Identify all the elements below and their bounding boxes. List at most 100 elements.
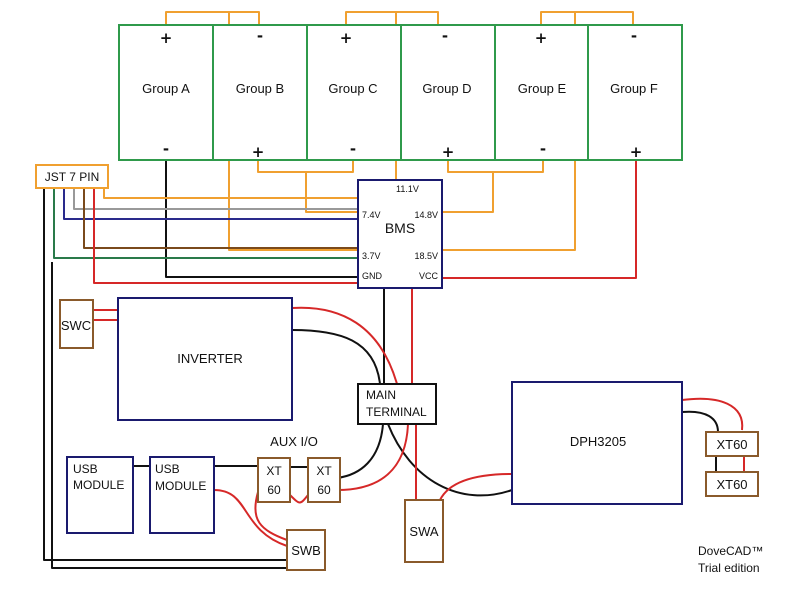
group-c-top-plus: + [340,29,353,47]
swb-label: SWB [291,543,321,558]
group-d-bottom-plus: + [442,143,455,161]
group-b-bottom-plus: + [252,143,265,161]
bms-box [357,179,443,289]
group-c-label: Group C [328,81,377,96]
usb-module-right-line2: MODULE [155,479,206,493]
group-d-label: Group D [422,81,471,96]
xt60-bottom-label: XT60 [716,477,747,492]
usb-module-left: USB MODULE [66,456,134,534]
main-terminal-line1: MAIN [366,388,396,402]
usb-module-left-box [66,456,134,534]
bms-tap-3v: 3.7V [362,251,381,261]
wire-a-plus-to-b-minus [165,11,260,26]
wire-usb-red-loop [213,489,288,547]
wire-jst-blue [63,188,358,220]
jst-box [35,164,109,189]
group-a-bottom-minus: - [163,140,169,158]
main-terminal-line2: TERMINAL [366,405,427,419]
usb-module-right-box [149,456,215,534]
wire-jst-gray [73,188,358,210]
aux-io: AUX I/O XT 60 XT 60 [257,434,341,503]
wire-e-plus-to-f-minus [540,11,634,26]
inverter-box [117,297,293,421]
group-a-label: Group A [142,81,190,96]
dph-label: DPH3205 [570,434,626,449]
wire-jst-black-long [43,188,287,561]
xt60-top-label: XT60 [716,437,747,452]
group-b-cell [212,24,308,161]
wire-inverter-black [291,329,381,385]
aux-xt60-left-xt: XT [266,464,282,478]
bms-title: BMS [385,220,415,236]
wire-jst-orange [103,188,358,199]
bms-tap-7v: 7.4V [362,210,381,220]
wire-jst-red [93,188,442,284]
wire-main-to-xt-red [336,423,409,491]
jst-label: JST 7 PIN [45,170,99,184]
inverter: INVERTER [117,297,293,421]
wire-f-plus-to-vcc [442,160,637,279]
usb-module-right: USB MODULE [149,456,215,534]
main-terminal: MAIN TERMINAL [357,383,437,425]
wire-swa-to-dph [439,473,513,501]
bms-board: BMS 11.1V 7.4V 14.8V 3.7V 18.5V GND VCC [357,179,443,289]
dph-box [511,381,683,505]
usb-module-left-line1: USB [73,462,98,476]
bms-tap-14v: 14.8V [414,210,438,220]
footer-edition: Trial edition [698,561,760,575]
main-terminal-box [357,383,437,425]
swa-box [404,499,444,563]
swa-switch: SWA [404,499,444,563]
group-a-cell [118,24,214,161]
swb-switch: SWB [286,529,326,571]
swc-box [59,299,94,349]
bms-gnd: GND [362,271,383,281]
wire-xt-xt-red [289,494,309,504]
wire-jst-green [53,188,358,259]
aux-xt60-right-xt: XT [316,464,332,478]
aux-io-label: AUX I/O [270,434,318,449]
usb-module-right-line1: USB [155,462,180,476]
wire-d-plus-to-e-minus [447,160,544,173]
usb-module-left-line2: MODULE [73,478,124,492]
wire-dph-red-out [681,397,744,431]
wire-jst-black-2 [51,262,287,569]
group-c-cell [306,24,402,161]
bms-vcc: VCC [419,271,439,281]
wire-main-to-xt-black [336,423,384,479]
wire-jst-brown [83,188,358,249]
group-f-top-minus: - [631,27,637,45]
group-e-label: Group E [518,81,567,96]
swb-box [286,529,326,571]
bms-tap-18v: 18.5V [414,251,438,261]
footer-brand: DoveCAD™ [698,544,763,558]
inverter-label: INVERTER [177,351,243,366]
wire-main-to-dph-black [387,423,513,497]
group-f-label: Group F [610,81,658,96]
group-b-top-minus: - [257,27,263,45]
wire-c-plus-to-d-minus [345,11,439,26]
wire-c-minus-to-bms-7v [305,172,358,213]
group-e-top-plus: + [535,29,548,47]
group-d-top-minus: - [442,27,448,45]
group-d-cell [400,24,496,161]
wire-e-minus-to-bms-14v [442,172,494,213]
dph3205: DPH3205 [511,381,683,505]
group-c-bottom-minus: - [350,140,356,158]
aux-xt60-right-box [307,457,341,503]
wire-inverter-red [291,306,398,385]
group-b-label: Group B [236,81,284,96]
bms-tap-11v: 11.1V [396,184,419,194]
xt60-bottom-box [705,471,759,497]
xt60-top-box [705,431,759,457]
xt60-outputs: XT60 XT60 [705,431,759,497]
swc-label: SWC [61,318,91,333]
jst-7-pin-connector: JST 7 PIN [35,164,109,189]
aux-xt60-left-box [257,457,291,503]
aux-xt60-right-60: 60 [317,483,331,497]
group-a-top-plus: + [160,29,173,47]
group-f-bottom-plus: + [630,143,643,161]
swc-switch: SWC [59,299,94,349]
